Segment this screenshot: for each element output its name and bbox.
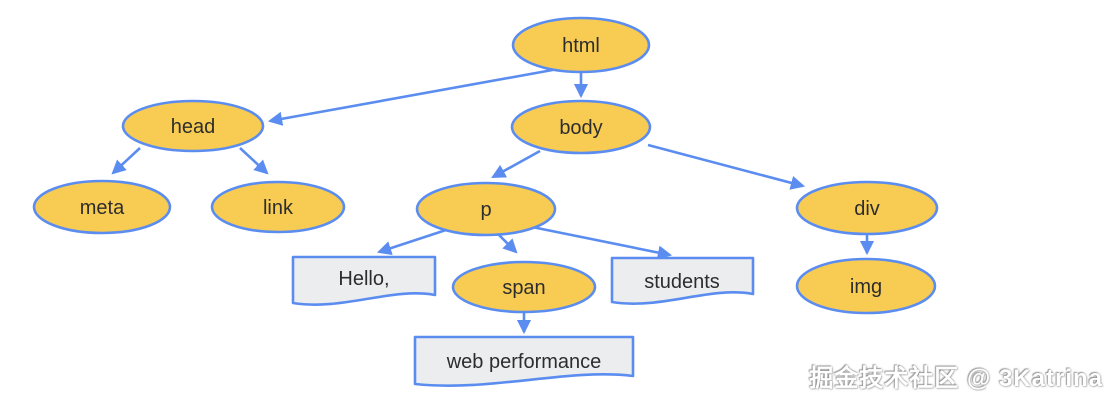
- node-html: html: [511, 16, 651, 74]
- edge-body-div: [647, 143, 806, 190]
- node-link-shape: [210, 180, 346, 234]
- edge-body-p: [491, 149, 541, 179]
- edge-html-head: [267, 67, 559, 126]
- node-text-hello-shape: [291, 255, 437, 306]
- edges: [111, 67, 875, 335]
- node-text-web-performance-label: web performance: [446, 351, 602, 373]
- node-link-label: link: [263, 197, 294, 219]
- node-meta-label: meta: [80, 197, 125, 219]
- node-p: p: [415, 181, 557, 237]
- node-text-hello-label: Hello,: [338, 268, 389, 290]
- node-div-label: div: [854, 198, 880, 220]
- edge-head-meta: [111, 147, 141, 175]
- node-link: link: [210, 180, 346, 234]
- node-img-label: img: [850, 276, 882, 298]
- node-meta-shape: [32, 179, 172, 235]
- edge-p-span: [496, 232, 518, 254]
- node-text-web-performance: web performance: [413, 335, 635, 387]
- node-body-label: body: [559, 117, 602, 139]
- node-text-students: students: [610, 256, 755, 305]
- node-p-shape: [415, 181, 557, 237]
- node-span-shape: [451, 260, 597, 314]
- node-head-label: head: [171, 116, 216, 138]
- node-span: span: [451, 260, 597, 314]
- edge-p-students: [531, 225, 673, 260]
- node-div-shape: [795, 180, 939, 236]
- node-head: head: [121, 99, 265, 153]
- edge-head-link: [239, 147, 269, 175]
- node-span-label: span: [502, 277, 545, 299]
- node-text-students-shape: [610, 256, 755, 305]
- node-img: img: [795, 257, 937, 315]
- node-html-shape: [511, 16, 651, 74]
- watermark-text: 掘金技术社区 @ 3Katrina: [809, 365, 1103, 392]
- node-img-shape: [795, 257, 937, 315]
- node-head-shape: [121, 99, 265, 153]
- node-text-students-label: students: [644, 271, 720, 293]
- node-body: body: [510, 99, 652, 155]
- node-text-web-performance-shape: [413, 335, 635, 387]
- edge-p-hello: [376, 228, 447, 256]
- node-text-hello: Hello,: [291, 255, 437, 306]
- node-body-shape: [510, 99, 652, 155]
- node-p-label: p: [480, 199, 491, 221]
- node-html-label: html: [562, 35, 600, 57]
- node-div: div: [795, 180, 939, 236]
- node-meta: meta: [32, 179, 172, 235]
